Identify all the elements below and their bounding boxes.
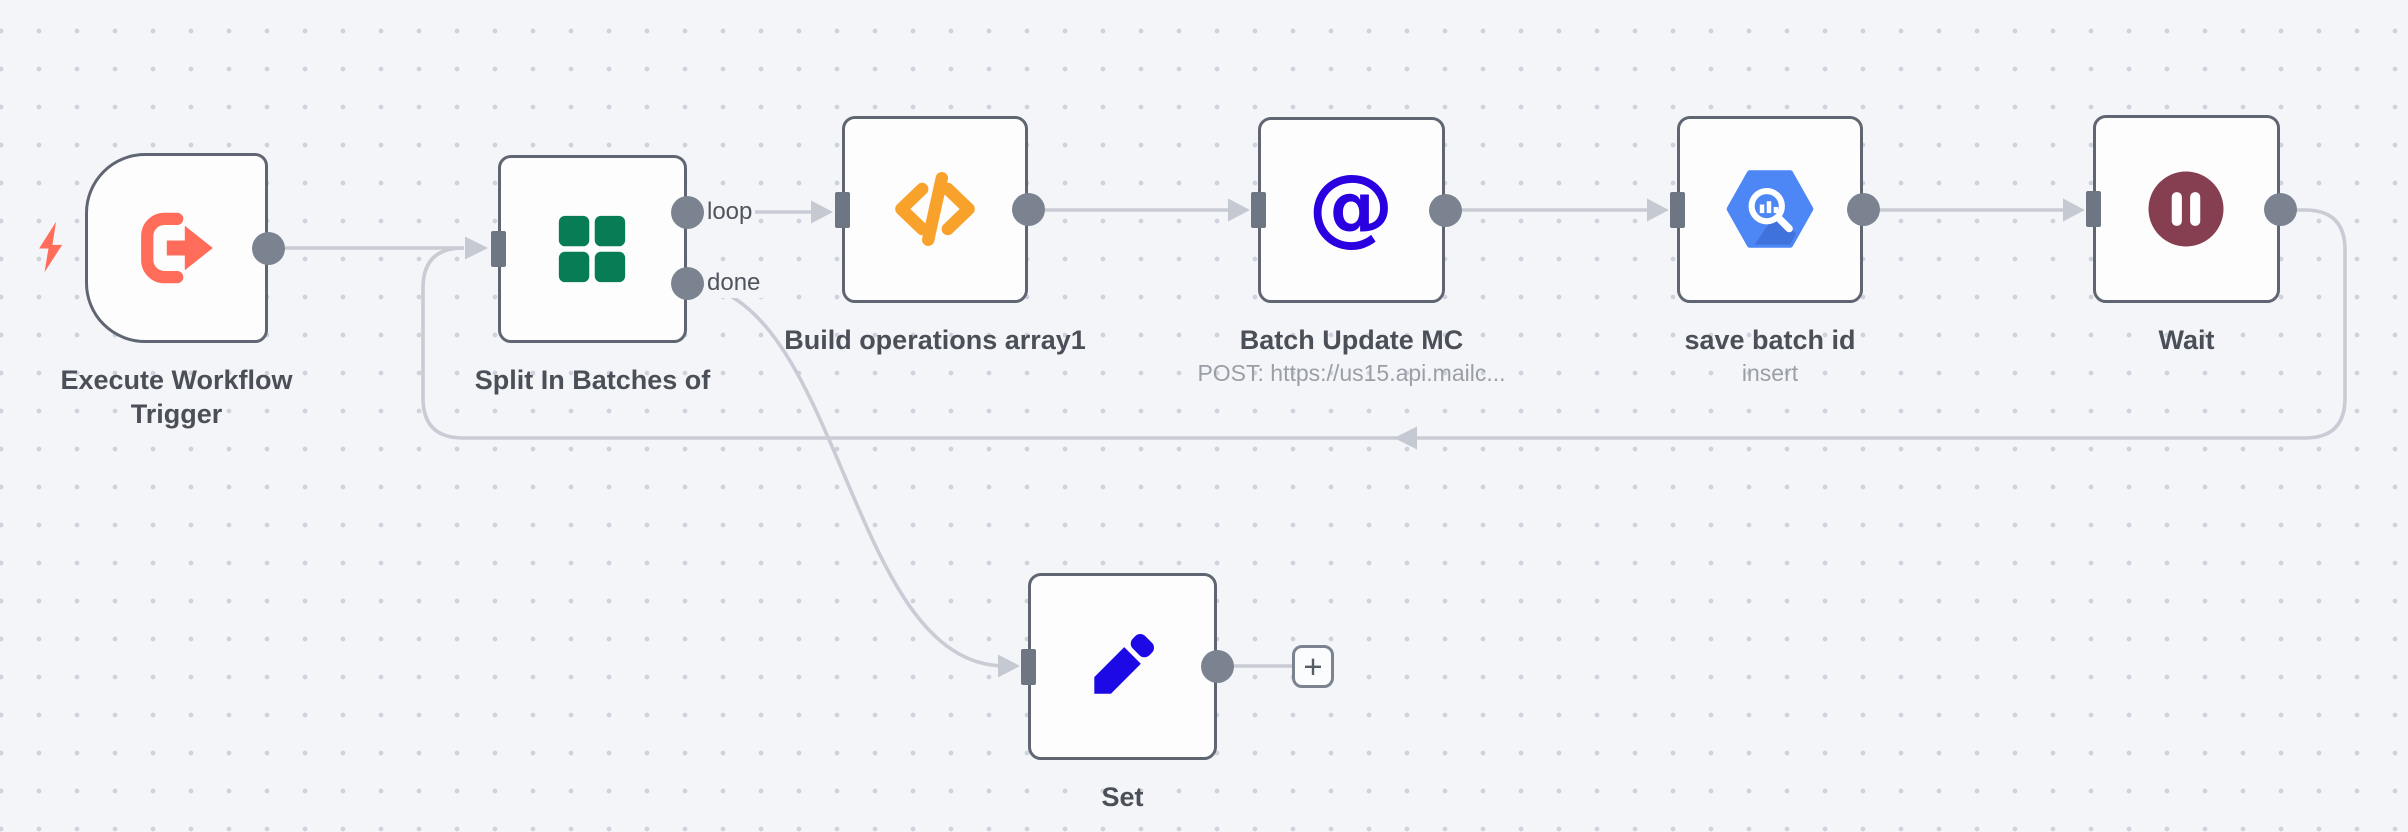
input-port-set[interactable] bbox=[1020, 648, 1036, 685]
node-body-batch-update-mc[interactable]: @ bbox=[1258, 117, 1445, 303]
node-body-build-operations-array1[interactable] bbox=[842, 116, 1028, 303]
node-body-wait[interactable] bbox=[2093, 115, 2280, 303]
output-port-wait[interactable] bbox=[2263, 192, 2297, 226]
node-build-operations-array1[interactable]: Build operations array1 bbox=[784, 116, 1086, 355]
node-body-set[interactable] bbox=[1028, 573, 1217, 760]
input-port-save-batch-id[interactable] bbox=[1669, 191, 1685, 228]
pencil-icon bbox=[1031, 576, 1213, 756]
node-body-execute-workflow-trigger[interactable] bbox=[85, 153, 268, 343]
add-node-button[interactable]: + bbox=[1292, 645, 1334, 688]
node-set[interactable]: Set bbox=[1020, 573, 1234, 812]
arrowhead-into-set bbox=[998, 654, 1020, 678]
node-body-save-batch-id[interactable] bbox=[1677, 116, 1863, 303]
node-label-wait: Wait bbox=[2158, 325, 2215, 355]
sign-out-icon bbox=[88, 156, 264, 339]
output-port-batch-update-mc[interactable] bbox=[1428, 193, 1462, 227]
node-body-split-in-batches[interactable] bbox=[498, 155, 687, 343]
output-port-execute-workflow-trigger[interactable] bbox=[251, 231, 285, 265]
input-port-batch-update-mc[interactable] bbox=[1250, 192, 1266, 228]
input-port-build-operations-array1[interactable] bbox=[834, 191, 850, 228]
node-wait[interactable]: Wait bbox=[2085, 115, 2297, 355]
input-port-split-in-batches[interactable] bbox=[490, 231, 506, 267]
edge-wait-loopback-to-split[interactable] bbox=[421, 208, 2347, 440]
code-icon bbox=[845, 119, 1024, 299]
at-icon: @ bbox=[1261, 120, 1441, 299]
output-port-set[interactable] bbox=[1200, 650, 1234, 683]
output-port-build-operations-array1[interactable] bbox=[1011, 193, 1045, 226]
output-label-loop: loop bbox=[704, 197, 756, 227]
output-port-split-in-batches-loop[interactable] bbox=[670, 195, 704, 229]
node-label-batch-update-mc: Batch Update MC bbox=[1239, 325, 1464, 355]
node-subtitle-batch-update-mc: POST: https://us15.api.mailc... bbox=[1197, 360, 1506, 386]
node-label-execute-workflow-trigger: Execute Workflow Trigger bbox=[60, 365, 293, 429]
pause-icon bbox=[2096, 118, 2276, 299]
output-port-split-in-batches-done[interactable] bbox=[670, 266, 704, 300]
node-save-batch-id[interactable]: save batch id insert bbox=[1669, 116, 1880, 386]
arrowhead-into-save bbox=[1647, 198, 1669, 222]
node-execute-workflow-trigger[interactable]: Execute Workflow Trigger bbox=[39, 153, 293, 429]
output-port-save-batch-id[interactable] bbox=[1846, 193, 1880, 226]
node-label-save-batch-id: save batch id bbox=[1684, 325, 1856, 355]
arrowhead-into-batch bbox=[1228, 198, 1250, 222]
node-batch-update-mc[interactable]: @ Batch Update MC POST: https://us15.api.m… bbox=[1197, 117, 1506, 386]
edge-split-done-to-set[interactable] bbox=[682, 281, 1006, 668]
arrowhead-into-build bbox=[811, 200, 833, 224]
arrowhead-loopback-direction bbox=[1394, 426, 1417, 450]
input-port-wait[interactable] bbox=[2085, 191, 2101, 227]
node-label-set: Set bbox=[1101, 782, 1144, 812]
node-label-split-in-batches: Split In Batches of bbox=[474, 365, 711, 395]
output-label-done: done bbox=[704, 268, 764, 298]
at-glyph: @ bbox=[1308, 155, 1394, 256]
grid-icon bbox=[501, 158, 683, 339]
bigquery-icon bbox=[1680, 119, 1859, 299]
node-label-build-operations-array1: Build operations array1 bbox=[784, 325, 1086, 355]
arrowhead-into-wait bbox=[2063, 198, 2085, 222]
bolt-icon bbox=[33, 220, 69, 279]
arrowhead-into-split bbox=[465, 236, 488, 260]
node-subtitle-save-batch-id: insert bbox=[1741, 360, 1799, 386]
